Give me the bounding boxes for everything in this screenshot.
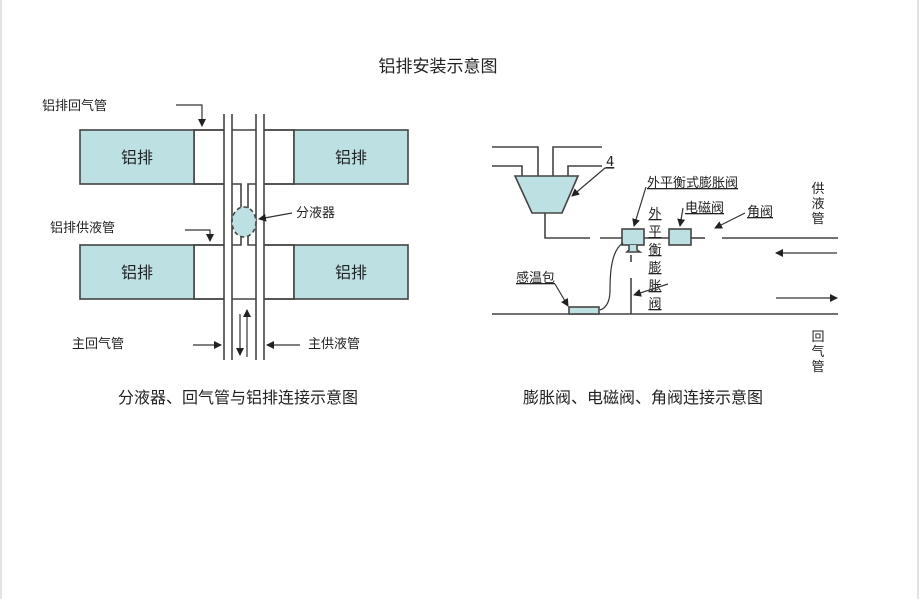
right-caption: 膨胀阀、电磁阀、角阀连接示意图: [523, 388, 763, 407]
vertical-label-char: 管: [811, 360, 824, 375]
vertical-label-char: 液: [811, 197, 824, 212]
left-diagram: 铝排 铝排 铝排 铝排 铝排回气管 铝排供液管 分液器: [42, 98, 409, 407]
expansion-valve: [621, 228, 645, 246]
aluminum-panel: [79, 129, 195, 185]
label-return-pipe-vertical: 回 气 管: [811, 330, 824, 375]
aluminum-panel: [293, 244, 409, 300]
panel-label: 铝排: [121, 148, 153, 167]
label-ext-balance-valve-vertical: 外 平 衡 膨 胀 阀: [648, 207, 661, 312]
left-caption: 分液器、回气管与铝排连接示意图: [118, 388, 358, 407]
vertical-label-char: 衡: [648, 243, 661, 258]
label-panel-return-pipe: 铝排回气管: [42, 98, 107, 114]
arrow-supply-pipe: [185, 229, 214, 242]
panel-label: 铝排: [121, 263, 153, 282]
panel-label: 铝排: [335, 263, 367, 282]
evaporator-unit: [513, 175, 580, 214]
arrow-solenoid-valve: [677, 207, 686, 227]
vertical-label-char: 胀: [648, 279, 661, 294]
page-title: 铝排安装示意图: [379, 57, 498, 77]
distributor: [231, 206, 257, 238]
capillary-tube: [599, 242, 624, 311]
expansion-valve-port: [625, 245, 643, 253]
vertical-label-char: 平: [648, 225, 661, 240]
aluminum-panel: [293, 129, 409, 185]
vertical-label-char: 气: [811, 344, 824, 360]
label-ext-balance-valve: 外平衡式膨胀阀: [647, 176, 738, 191]
vertical-label-char: 膨: [648, 261, 661, 276]
vertical-label-char: 阀: [648, 297, 661, 312]
panel-label: 铝排: [335, 148, 367, 167]
label-supply-pipe-vertical: 供 液 管: [811, 182, 824, 227]
label-main-return-pipe: 主回气管: [72, 336, 124, 352]
arrow-equalizer: [633, 283, 669, 297]
label-distributor: 分液器: [296, 206, 335, 221]
label-sensing-bulb: 感温包: [516, 270, 555, 286]
label-angle-valve: 角阀: [747, 205, 773, 220]
arrow-sensing-bulb: [554, 283, 569, 307]
sensing-bulb: [568, 306, 600, 315]
arrow-angle-valve: [714, 212, 746, 229]
solenoid-valve: [668, 228, 692, 246]
arrow-distributor: [258, 212, 293, 222]
label-item-number: 4: [606, 155, 614, 170]
arrow-return-pipe: [176, 104, 206, 127]
arrow-item-number: [571, 167, 614, 197]
vertical-label-char: 回: [811, 330, 824, 345]
label-main-supply-pipe: 主供液管: [308, 337, 360, 352]
label-panel-supply-pipe: 铝排供液管: [50, 221, 115, 236]
vertical-label-char: 管: [811, 212, 824, 227]
aluminum-panel: [79, 244, 195, 300]
right-diagram: 4 外平衡式膨胀阀 电磁阀 角阀 外 平 衡: [492, 146, 838, 407]
label-solenoid-valve: 电磁阀: [685, 201, 724, 216]
arrow-ext-balance-valve: [632, 186, 647, 227]
vertical-label-char: 外: [648, 207, 661, 222]
vertical-label-char: 供: [811, 182, 824, 197]
